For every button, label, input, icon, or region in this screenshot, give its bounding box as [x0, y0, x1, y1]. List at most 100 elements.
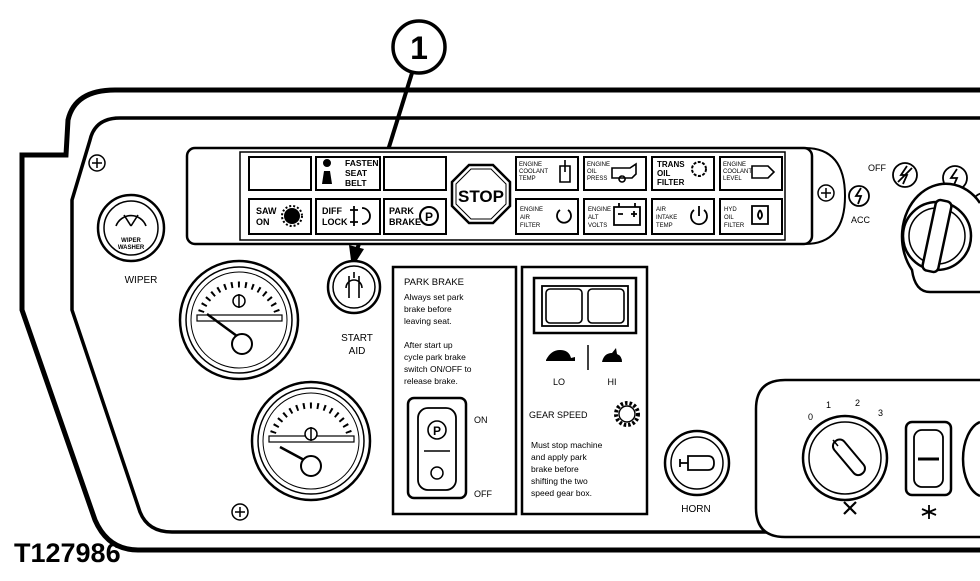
hyd-filter-icon — [751, 205, 769, 225]
text-fasten: FASTEN — [345, 158, 379, 168]
indicator-strip-inner — [239, 151, 786, 241]
text-hof-3: FILTER — [724, 223, 745, 229]
lo-label: LO — [553, 377, 565, 387]
gauge-upper — [178, 259, 300, 381]
stop-indicator: STOP — [450, 163, 512, 225]
horn-button[interactable] — [663, 429, 731, 497]
text-ect-2: COOLANT — [519, 169, 548, 175]
oil-can-icon — [611, 162, 637, 183]
text-hof-1: HYD — [724, 207, 737, 213]
text-ait-3: TEMP — [656, 223, 673, 229]
screw-strip-right — [817, 184, 835, 202]
inner-panel-outline — [70, 116, 980, 534]
battery-icon — [613, 203, 641, 226]
callout-number: 1 — [410, 30, 428, 66]
gear-text-3: brake before — [531, 464, 579, 474]
park-brake-title: PARK BRAKE — [404, 277, 464, 288]
text-hof-2: OIL — [724, 215, 734, 221]
gear-speed-switch[interactable] — [532, 276, 638, 335]
fan-tick-0: 0 — [808, 412, 813, 422]
pb-text1-1: Always set park — [404, 292, 464, 302]
fan-speed-ticks: 0 1 2 3 — [808, 398, 883, 422]
key-off-label: OFF — [868, 163, 886, 173]
pb-text2-3: switch ON/OFF to — [404, 364, 472, 374]
text-saw: SAW — [256, 206, 277, 216]
start-label: START — [341, 333, 373, 344]
outer-panel-outline — [19, 87, 980, 553]
pb-text1-3: leaving seat. — [404, 316, 452, 326]
text-eop-2: OIL — [587, 169, 597, 175]
fan-icon — [843, 501, 857, 515]
text-washer-small: WASHER — [118, 245, 145, 251]
fan-speed-knob[interactable] — [801, 414, 889, 502]
wiper-label: WIPER — [125, 275, 158, 286]
park-brake-switch[interactable]: P — [406, 396, 468, 500]
acc-position-icon — [848, 185, 870, 207]
text-ecl-1: ENGINE — [723, 162, 746, 168]
fan-tick-3: 3 — [878, 408, 883, 418]
aid-label: AID — [349, 346, 366, 357]
callout-circle — [391, 19, 447, 75]
indicator-blank-1 — [248, 156, 312, 191]
park-brake-icon — [419, 206, 439, 226]
gear-speed-title: GEAR SPEED — [529, 410, 588, 420]
text-ait-2: INTAKE — [656, 215, 677, 221]
text-saw-on: ON — [256, 217, 270, 227]
climate-partial-control[interactable] — [961, 420, 980, 498]
wiper-icon — [115, 214, 147, 227]
gear-icon — [691, 161, 707, 177]
text-brake: BRAKE — [389, 217, 421, 227]
gear-text-5: speed gear box. — [531, 488, 592, 498]
intake-temp-icon — [690, 206, 708, 226]
screw-top-left — [88, 154, 106, 172]
pb-text2-4: release brake. — [404, 376, 458, 386]
text-park: PARK — [389, 206, 414, 216]
pb-text2-1: After start up — [404, 340, 453, 350]
ignition-key-switch[interactable] — [900, 182, 980, 294]
gear-text-4: shifting the two — [531, 476, 588, 486]
svg-text:Always set park brake befo: Always set park brake before leaving sea… — [404, 292, 474, 386]
text-seat: SEAT — [345, 168, 368, 178]
start-aid-button[interactable] — [326, 259, 382, 315]
text-tof-3: FILTER — [657, 178, 685, 187]
park-brake-off-label: OFF — [474, 489, 492, 499]
horn-icon — [679, 455, 715, 471]
rabbit-icon — [602, 348, 622, 362]
gear-text-1: Must stop machine — [531, 440, 603, 450]
svg-text:P: P — [425, 210, 433, 224]
text-ect-3: TEMP — [519, 176, 536, 182]
air-filter-icon — [556, 209, 572, 224]
ac-switch[interactable] — [904, 420, 953, 497]
gauge-lower-needle — [279, 445, 307, 463]
gauge-lower — [250, 380, 372, 502]
text-ecl-3: LEVEL — [723, 176, 742, 182]
text-ect-1: ENGINE — [519, 162, 542, 168]
indicator-hyd-oil-filter: HYD OIL FILTER — [719, 198, 783, 235]
text-eaf-2: AIR — [520, 215, 531, 221]
park-brake-switch-icon — [427, 420, 447, 440]
text-diff: DIFF — [322, 206, 342, 216]
text-ecl-2: COOLANT — [723, 169, 752, 175]
park-brake-on-label: ON — [474, 415, 488, 425]
